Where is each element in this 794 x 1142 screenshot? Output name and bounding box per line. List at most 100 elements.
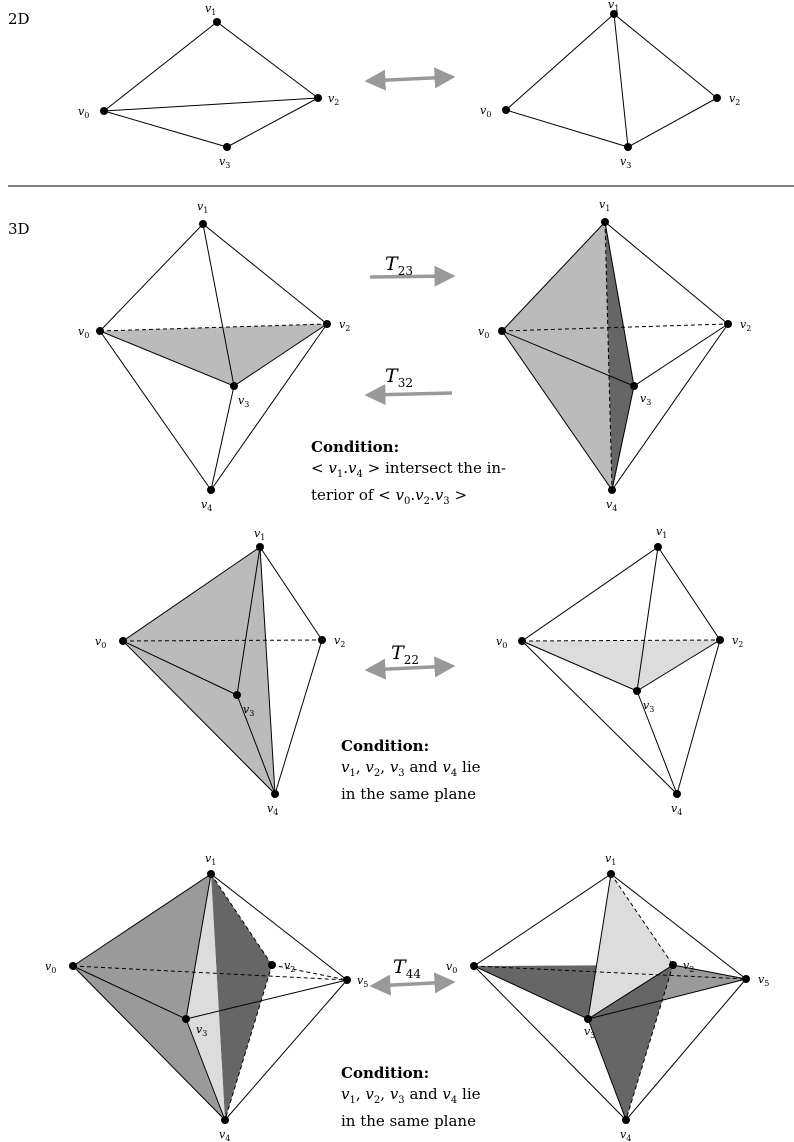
vertex-label: v3 [243, 703, 254, 718]
vertex-label: v4 [267, 802, 278, 817]
figure-t22-right [518, 543, 724, 798]
edge-t23-right-v0v4 [501, 330, 613, 491]
edge-t44-right-v1v3 [587, 873, 612, 1020]
face-t23-right-0 [502, 222, 612, 490]
edge-t22-right-v2v3 [636, 639, 721, 692]
vertex-t44-right-v1 [607, 870, 615, 878]
vertex-t23-left-v0 [96, 327, 104, 335]
vertex-label: v3 [219, 155, 230, 170]
edge-2d-left-v0v1 [103, 21, 218, 112]
vertex-t23-right-v3 [630, 382, 638, 390]
face-t44-left-0 [73, 874, 225, 1120]
arrow-2d [364, 67, 456, 91]
vertex-t23-right-v2 [724, 320, 732, 328]
edge-t44-right-v3v4 [587, 1018, 627, 1121]
vertex-t22-right-v4 [673, 790, 681, 798]
vertex-t23-left-v2 [323, 320, 331, 328]
vertex-label: v0 [446, 960, 457, 975]
edge-t23-left-v2v4 [210, 323, 328, 491]
edge-t44-right-v2v5 [672, 964, 747, 980]
vertex-label: v1 [605, 852, 616, 867]
edge-t23-right-v0v1 [501, 221, 606, 332]
vertex-label: v0 [95, 635, 106, 650]
edge-t22-right-v0v1 [521, 546, 659, 642]
vertex-t44-left-v4 [221, 1116, 229, 1124]
edge-t44-right-v0v4 [473, 965, 627, 1121]
vertex-label: v1 [254, 527, 265, 542]
vertex-label: v5 [758, 973, 769, 988]
vertex-label: v4 [219, 1128, 230, 1142]
edge-t23-right-v0v3 [501, 330, 635, 387]
edge-t44-right-v2v4 [625, 964, 674, 1121]
edge-t22-left-v2v4 [274, 639, 323, 795]
edge-t22-left-v1v2 [259, 546, 323, 641]
vertex-label: v2 [729, 92, 740, 107]
edge-t23-right-v2v3 [633, 323, 729, 387]
vertex-t44-left-v2 [268, 961, 276, 969]
edge-t44-left-v3v5 [185, 979, 348, 1020]
vertex-t23-left-v3 [230, 382, 238, 390]
edge-t23-left-v0v1 [99, 223, 204, 332]
edge-t23-left-v3v4 [210, 385, 235, 491]
condition-t44: Condition: v1, v2, v3 and v4 lie in the … [341, 1064, 481, 1130]
edge-t22-right-v0v4 [521, 640, 678, 795]
edge-t44-right-v0v1 [473, 873, 612, 967]
vertex-label: v2 [732, 634, 743, 649]
edge-t22-left-v0v2 [122, 639, 323, 642]
edge-t44-right-v2v3 [587, 964, 674, 1020]
vertex-2d-right-v3 [624, 143, 632, 151]
figure-t22-left [119, 543, 326, 798]
vertex-label: v1 [608, 0, 619, 13]
edge-t23-right-v0v2 [501, 323, 729, 332]
edge-t44-left-v4v5 [224, 979, 348, 1121]
edge-2d-right-v0v1 [505, 13, 615, 111]
edge-t22-left-v1v4 [259, 546, 276, 795]
vertex-label: v4 [606, 498, 617, 513]
edge-t44-left-v1v5 [210, 873, 348, 981]
arrow-t23 [369, 265, 456, 287]
face-t23-right-1 [605, 222, 634, 490]
edge-2d-right-v3v2 [627, 97, 718, 148]
edge-t22-right-v1v3 [636, 546, 659, 692]
edge-t23-left-v2v3 [233, 323, 328, 387]
edge-t44-left-v3v4 [185, 1018, 226, 1121]
vertex-t23-right-v0 [498, 327, 506, 335]
figure-t23-right [498, 218, 732, 494]
edge-t23-left-v1v2 [202, 223, 328, 325]
edge-t22-right-v1v2 [657, 546, 721, 641]
face-t44-right-1 [588, 874, 673, 1019]
vertex-t23-left-v4 [207, 486, 215, 494]
edge-2d-right-v1v2 [613, 13, 718, 99]
vertex-label: v3 [640, 392, 651, 407]
vertex-t44-left-v0 [69, 962, 77, 970]
vertex-label: v3 [584, 1025, 595, 1040]
arrow-t44 [369, 972, 456, 996]
vertex-label: v4 [620, 1128, 631, 1142]
vertex-t22-left-v2 [318, 636, 326, 644]
vertex-label: v1 [205, 852, 216, 867]
condition-t22: Condition: v1, v2, v3 and v4 lie in the … [341, 737, 481, 803]
edge-t44-right-v1v2 [610, 873, 674, 966]
vertex-t44-right-v2 [669, 961, 677, 969]
vertex-label: v1 [656, 525, 667, 540]
vertex-label: v0 [480, 104, 491, 119]
vertex-t44-left-v3 [182, 1015, 190, 1023]
vertex-label: v3 [643, 699, 654, 714]
vertex-label: v2 [740, 318, 751, 333]
transform-t44: T44 [393, 956, 421, 981]
condition-title: Condition: [311, 438, 400, 456]
face-t22-left-0 [123, 547, 275, 794]
vertex-labels: v0v1v2v3v0v1v2v3v0v1v2v3v4v0v1v2v3v4v0v1… [45, 0, 769, 1142]
vertex-t22-right-v0 [518, 637, 526, 645]
face-t22-right-0 [522, 640, 720, 691]
vertex-2d-right-v1 [610, 10, 618, 18]
edge-t44-left-v2v4 [224, 964, 273, 1121]
arrow-t22 [364, 656, 456, 680]
vertex-t44-right-v3 [584, 1015, 592, 1023]
vertex-label: v3 [620, 155, 631, 170]
vertex-label: v1 [197, 200, 208, 215]
edge-t22-left-v0v1 [122, 546, 261, 642]
condition-t23: Condition: < v1.v4 > intersect the in- t… [311, 438, 507, 507]
vertex-t22-left-v4 [271, 790, 279, 798]
edge-t44-right-v3v5 [587, 978, 747, 1020]
